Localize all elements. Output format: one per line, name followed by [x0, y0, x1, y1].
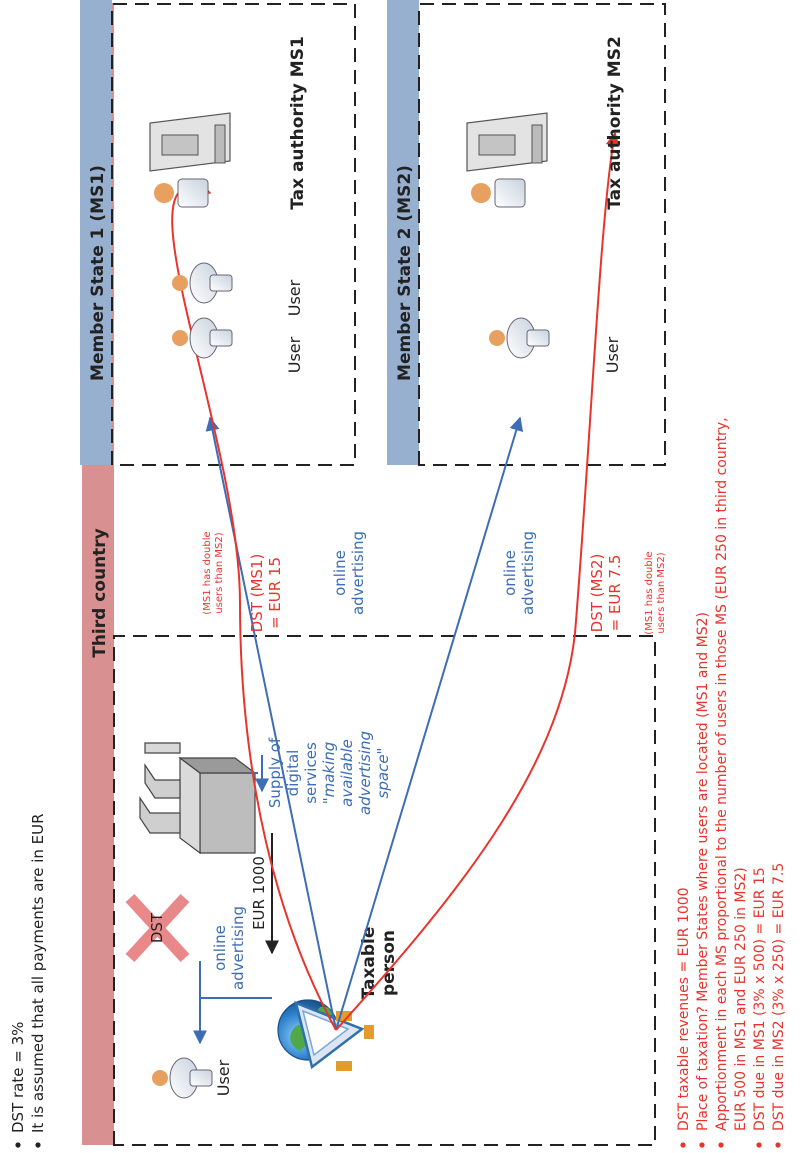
supply-line-3: services [302, 742, 320, 804]
ms2-dst-label-2: = EUR 7.5 [606, 555, 624, 632]
ms2-user-label: User [603, 336, 622, 373]
ms2-note-1: (MS1 has double [644, 551, 655, 634]
taxable-person-label-2: person [379, 930, 399, 996]
user-icon [489, 317, 550, 359]
factory-icon [139, 742, 257, 855]
dst-mark: DST [148, 912, 166, 943]
ms2-band [387, 0, 419, 465]
ms1-user2-label: User [285, 279, 304, 316]
third-adv-label-2: advertising [229, 906, 247, 990]
footer-note-5: DST due in MS2 (3% x 250) = EUR 7.5 [771, 863, 787, 1131]
header-notes: DST rate = 3% It is assumed that all pay… [9, 813, 47, 1148]
taxable-person-label-1: Taxable [359, 927, 379, 1000]
ms1-adv-line [205, 416, 337, 1031]
third-country-box [113, 635, 656, 1146]
header-note-rate: DST rate = 3% [9, 1022, 27, 1133]
ms1-user1-label: User [285, 336, 304, 373]
supply-italic-1: "making [320, 742, 338, 805]
ms1-dst-label-1: DST (MS1) [248, 554, 266, 633]
dst-cross-icon [125, 893, 190, 963]
ms1-dst-flow [171, 181, 337, 1031]
ms2-adv-label-1: online [501, 550, 519, 596]
payment-label: EUR 1000 [250, 856, 268, 930]
supply-italic-2: available [338, 739, 356, 807]
ms2-dst-flow [335, 131, 620, 1031]
bullet-icon [15, 1142, 21, 1148]
footer-note-3: Apportionment in each MS proportional to… [714, 417, 730, 1131]
ms2-authority-label: Tax authority MS2 [605, 36, 625, 210]
ms1-dst-label-2: = EUR 15 [266, 557, 284, 629]
header-note-eur: It is assumed that all payments are in E… [29, 813, 47, 1133]
bullet-icon [756, 1142, 762, 1148]
ms2-adv-line [335, 416, 524, 1031]
user-icon [172, 317, 233, 359]
ms2-note-2: users than MS2) [656, 552, 667, 633]
ms2-box [418, 3, 666, 466]
third-adv-label-1: online [211, 925, 229, 971]
member-state-1-panel: Member State 1 (MS1) [80, 0, 356, 466]
supply-italic-4: space" [374, 748, 392, 799]
third-country-title: Third country [90, 528, 110, 658]
footer-note-2: Place of taxation? Member States where u… [695, 612, 711, 1131]
bullet-icon [699, 1142, 705, 1148]
third-user-label: User [214, 1059, 233, 1096]
bullet-icon [680, 1142, 686, 1148]
bullet-icon [718, 1142, 724, 1148]
footer-note-1: DST taxable revenues = EUR 1000 [676, 887, 692, 1131]
ms2-title: Member State 2 (MS2) [395, 165, 415, 381]
user-icon [152, 1057, 213, 1099]
footer-note-3-cont: EUR 500 in MS1 and EUR 250 in MS2) [733, 867, 749, 1131]
ms1-box [111, 3, 356, 466]
bullet-icon [35, 1142, 41, 1148]
supply-italic-3: advertising [356, 731, 374, 815]
ms2-dst-label-1: DST (MS2) [588, 554, 606, 633]
supply-line-2: digital [284, 750, 302, 797]
ms1-title: Member State 1 (MS1) [88, 165, 108, 381]
ms1-authority-label: Tax authority MS1 [288, 36, 308, 210]
tax-authority-icon [149, 112, 231, 208]
footer-note-4: DST due in MS1 (3% x 500) = EUR 15 [752, 867, 768, 1131]
footer-notes: DST taxable revenues = EUR 1000 Place of… [676, 417, 787, 1148]
supply-line-1: Supply of [266, 737, 284, 808]
ms2-adv-label-2: advertising [519, 531, 537, 615]
ms1-adv-label-2: advertising [349, 531, 367, 615]
ms1-note-1: (MS1 has double [202, 531, 213, 614]
bullet-icon [775, 1142, 781, 1148]
ms1-note-2: users than MS2) [214, 532, 225, 613]
ms1-band [80, 0, 112, 465]
supply-text: Supply of digital services "making avail… [266, 731, 392, 815]
ms1-adv-label-1: online [331, 550, 349, 596]
member-state-2-panel: Member State 2 (MS2) [387, 0, 666, 466]
user-icon [172, 262, 233, 304]
tax-authority-icon [466, 112, 548, 208]
